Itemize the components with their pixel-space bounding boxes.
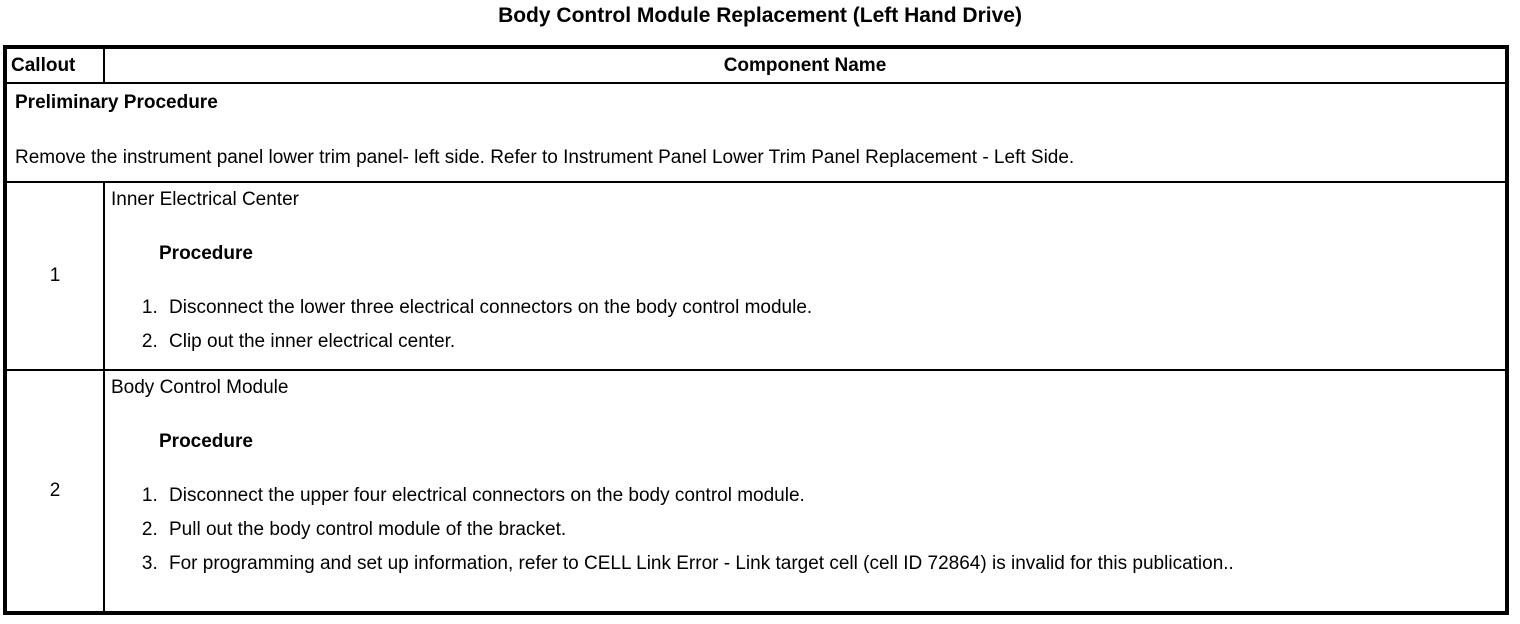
procedure-step: Pull out the body control module of the … [163, 517, 1497, 543]
table-header-row: Callout Component Name [4, 46, 1508, 84]
procedure-steps-list: Disconnect the lower three electrical co… [111, 295, 1497, 355]
preliminary-procedure-heading: Preliminary Procedure [15, 92, 218, 113]
component-cell: Inner Electrical Center Procedure Discon… [103, 181, 1508, 371]
callout-number: 2 [4, 369, 105, 614]
preliminary-procedure-cell: Preliminary Procedure Remove the instrum… [4, 82, 1508, 183]
procedure-steps-list: Disconnect the upper four electrical con… [111, 483, 1497, 577]
callout-column-header: Callout [4, 46, 105, 84]
preliminary-procedure-row: Preliminary Procedure Remove the instrum… [4, 82, 1508, 183]
component-table: Callout Component Name Preliminary Proce… [3, 45, 1509, 615]
component-name: Inner Electrical Center [111, 189, 299, 210]
callout-number: 1 [4, 181, 105, 371]
table-row-callout-2: 2 Body Control Module Procedure Disconne… [4, 369, 1508, 614]
component-name: Body Control Module [111, 377, 289, 398]
table-row-callout-1: 1 Inner Electrical Center Procedure Disc… [4, 181, 1508, 371]
page-title: Body Control Module Replacement (Left Ha… [498, 4, 1022, 27]
procedure-step: Disconnect the upper four electrical con… [163, 483, 1497, 509]
preliminary-procedure-text: Remove the instrument panel lower trim p… [15, 147, 1075, 168]
procedure-step: For programming and set up information, … [163, 551, 1497, 577]
procedure-heading: Procedure [159, 243, 253, 264]
procedure-step: Clip out the inner electrical center. [163, 329, 1497, 355]
procedure-step: Disconnect the lower three electrical co… [163, 295, 1497, 321]
component-name-column-header: Component Name [103, 46, 1508, 84]
procedure-heading: Procedure [159, 431, 253, 452]
component-cell: Body Control Module Procedure Disconnect… [103, 369, 1508, 614]
